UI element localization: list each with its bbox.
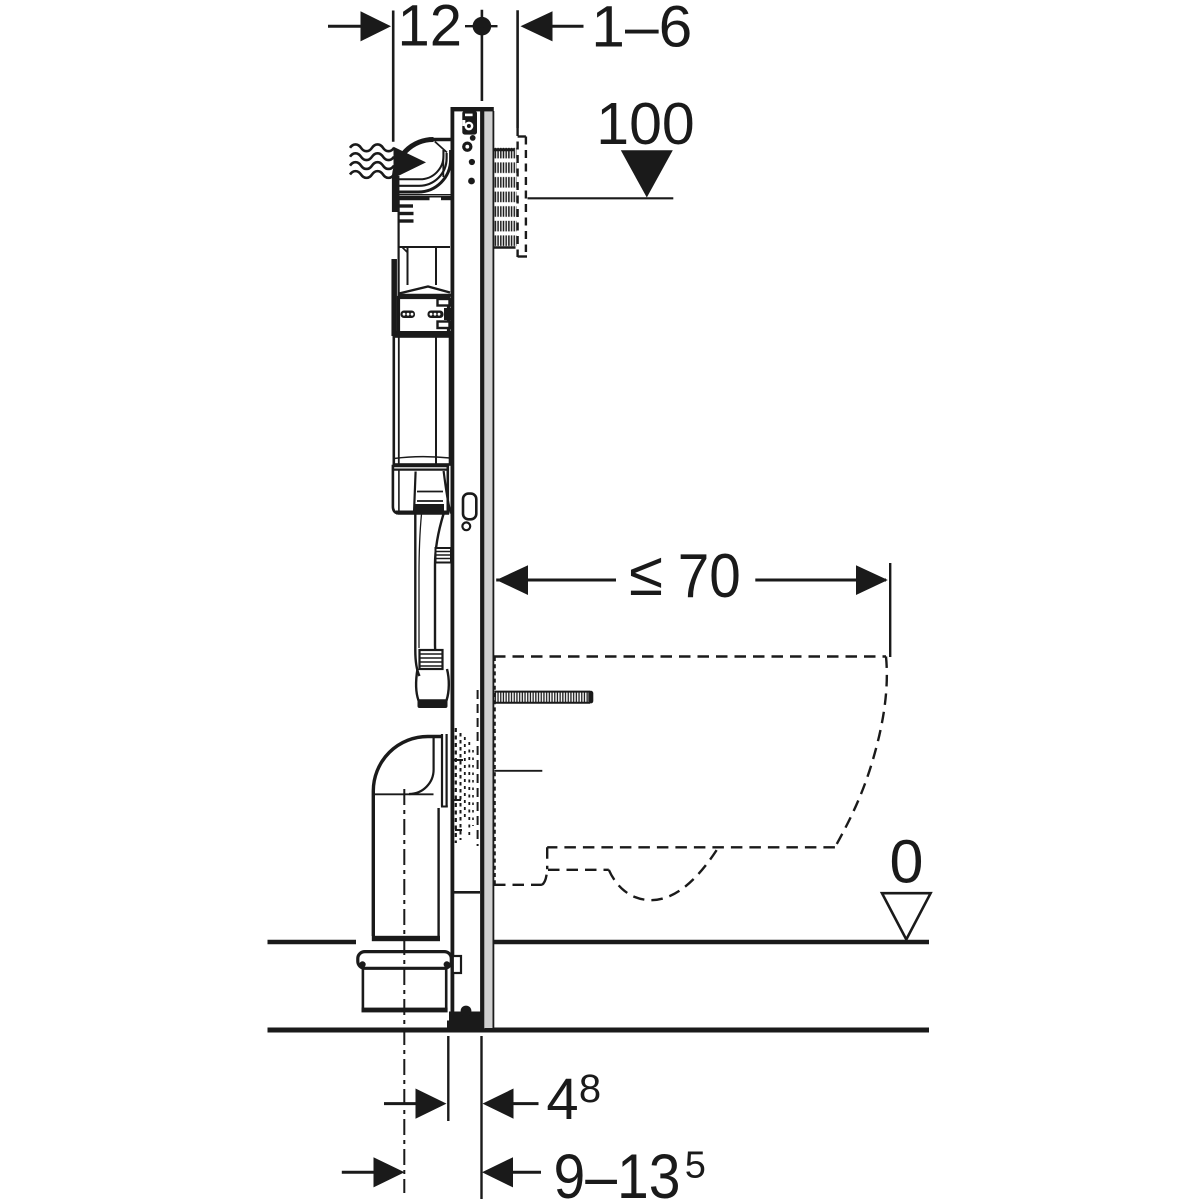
svg-text:5: 5 xyxy=(685,1144,706,1186)
svg-text:70: 70 xyxy=(678,542,741,611)
svg-text:0: 0 xyxy=(890,828,924,896)
svg-text:12: 12 xyxy=(398,0,463,59)
svg-text:100: 100 xyxy=(596,91,694,157)
svg-text:≤: ≤ xyxy=(629,540,663,609)
svg-text:8: 8 xyxy=(579,1067,601,1111)
svg-text:4: 4 xyxy=(546,1067,578,1132)
svg-text:9–13: 9–13 xyxy=(554,1142,681,1200)
svg-text:1–6: 1–6 xyxy=(591,0,692,60)
